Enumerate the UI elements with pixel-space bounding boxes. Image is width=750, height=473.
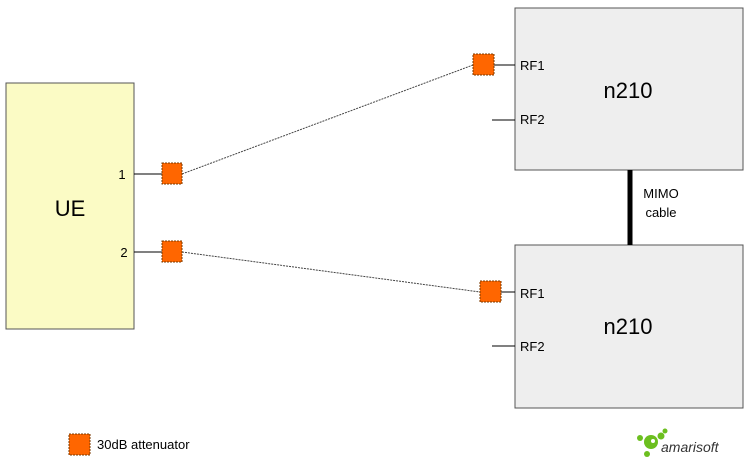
radio-bottom-box [514, 244, 744, 409]
rf-cable-top [181, 64, 474, 175]
radio-top-label: n210 [604, 78, 653, 103]
amarisoft-logo: amarisoft [637, 428, 720, 457]
logo-dot-icon [657, 432, 665, 440]
legend-attenuator-swatch [68, 433, 91, 456]
radio-top-rf2-label: RF2 [520, 112, 545, 127]
radio-bottom-label: n210 [604, 314, 653, 339]
radio-top-rf1-label: RF1 [520, 58, 545, 73]
mimo-cable-label-line2: cable [645, 205, 676, 220]
rf-cable-bottom [181, 251, 481, 293]
logo-blob-icon [644, 435, 658, 449]
radio-bottom-rf1-label: RF1 [520, 286, 545, 301]
legend-attenuator-label: 30dB attenuator [97, 437, 190, 452]
ue-box [5, 82, 135, 330]
mimo-cable-label-line1: MIMO [643, 186, 678, 201]
logo-text: amarisoft [661, 439, 720, 455]
ue-port-2-label: 2 [120, 245, 127, 260]
attenuator-top-rf1 [472, 53, 495, 76]
attenuator-bottom-rf1 [479, 280, 502, 303]
attenuator-ue-port-2 [161, 240, 183, 263]
logo-eye-icon [651, 439, 655, 443]
logo-dot-icon [662, 428, 668, 434]
ue-label: UE [55, 196, 86, 221]
radio-top-box [514, 7, 744, 171]
logo-dot-icon [637, 435, 643, 441]
ue-port-1-label: 1 [118, 167, 125, 182]
logo-dot-icon [644, 451, 650, 457]
attenuator-ue-port-1 [161, 162, 183, 185]
radio-bottom-rf2-label: RF2 [520, 339, 545, 354]
